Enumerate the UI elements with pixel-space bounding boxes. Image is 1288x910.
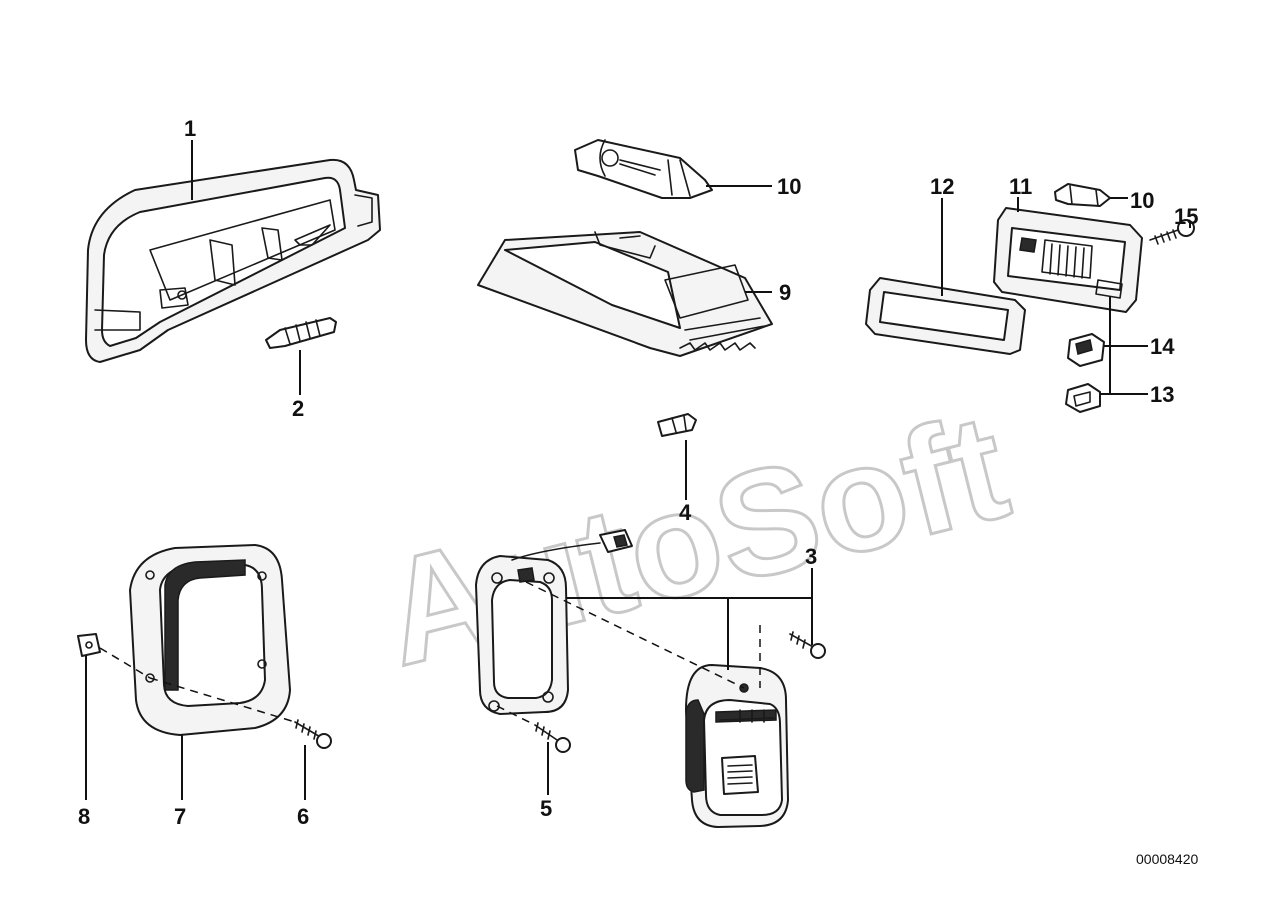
callout-6: 6 — [297, 804, 309, 829]
watermark-text: AutoSoft — [367, 381, 1022, 697]
part-3-lamp-lens — [685, 664, 789, 828]
callout-14: 14 — [1150, 334, 1175, 359]
document-number: 00008420 — [1136, 851, 1199, 867]
leader-lines — [85, 140, 1191, 800]
callout-15: 15 — [1174, 204, 1198, 229]
callout-10-right: 10 — [1130, 188, 1154, 213]
callout-2: 2 — [292, 396, 304, 421]
callout-1: 1 — [184, 116, 196, 141]
part-3-lamp-frame — [475, 529, 633, 715]
callout-8: 8 — [78, 804, 90, 829]
callout-4: 4 — [679, 500, 692, 525]
assembly-line-5 — [496, 705, 536, 726]
callout-10-top: 10 — [777, 174, 801, 199]
part-3-screw — [789, 631, 826, 659]
part-10-bulb-small — [1054, 183, 1111, 207]
part-7-housing-frame — [129, 544, 291, 736]
part-10-bulb-large — [574, 139, 713, 199]
callout-9: 9 — [779, 280, 791, 305]
callout-11: 11 — [1009, 174, 1032, 199]
callout-7: 7 — [174, 804, 186, 829]
part-11-lamp-housing-small — [993, 207, 1143, 313]
part-8-speed-nut — [77, 633, 101, 657]
part-2-bulb — [265, 317, 337, 349]
assembly-line-3-lens — [525, 581, 745, 689]
part-9-lamp-bracket — [477, 231, 773, 357]
part-6-screw — [294, 719, 332, 749]
assembly-line-7-6 — [149, 677, 296, 723]
part-14-clip — [1067, 333, 1105, 367]
assembly-line-7-8 — [99, 647, 151, 679]
callout-12: 12 — [930, 174, 954, 199]
part-1-lamp-housing — [85, 158, 381, 363]
part-13-clip — [1065, 383, 1101, 413]
callout-13: 13 — [1150, 382, 1174, 407]
part-4-wedge-bulb — [657, 413, 697, 437]
part-12-gasket — [865, 277, 1026, 355]
callout-5: 5 — [540, 796, 552, 821]
callout-3: 3 — [805, 544, 817, 569]
part-5-screw — [534, 722, 571, 753]
